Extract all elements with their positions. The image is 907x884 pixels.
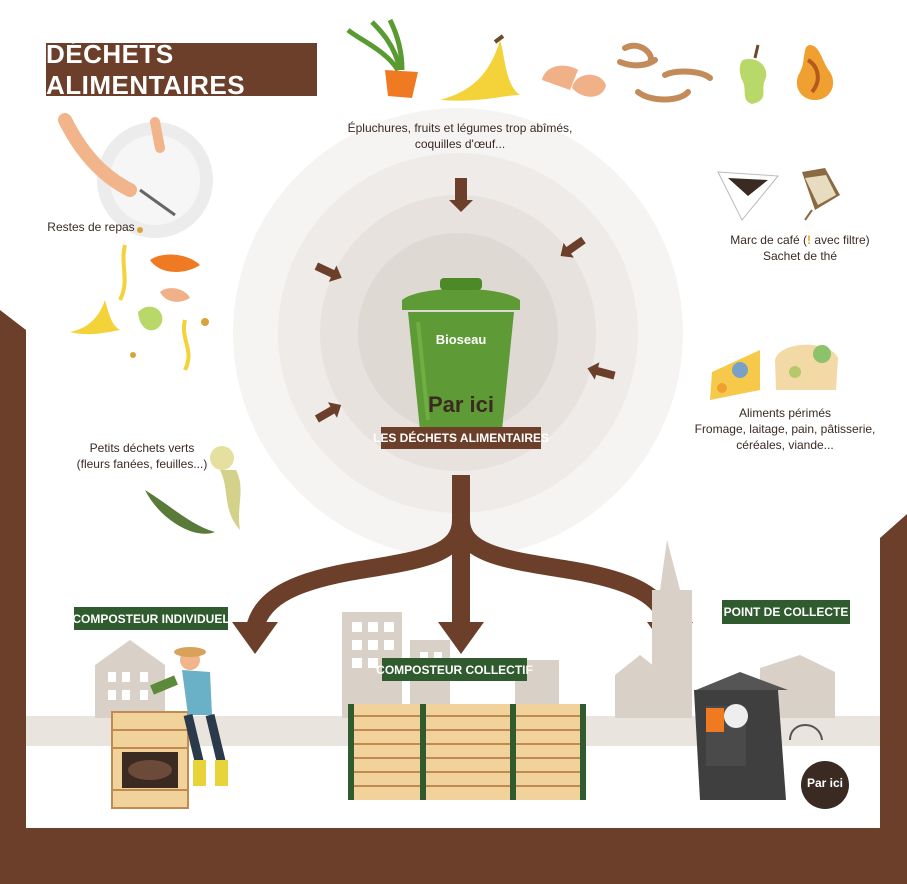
key-tag-text: Par ici — [806, 776, 844, 790]
green-waste-label: Petits déchets verts (fleurs fanées, feu… — [76, 441, 208, 471]
bin-slogan: Par ici — [427, 392, 495, 417]
inward-arrows — [314, 178, 616, 423]
collection-point-label: POINT DE COLLECTE — [722, 600, 850, 624]
coffee-prefix: Marc de café ( — [730, 233, 807, 247]
tea-label: Sachet de thé — [762, 249, 838, 263]
individual-composter-label: COMPOSTEUR INDIVIDUEL — [72, 607, 230, 630]
leftovers-label: Restes de repas — [47, 220, 135, 234]
expired-title: Aliments périmés — [738, 406, 832, 420]
page-title: DÉCHETS ALIMENTAIRES — [46, 39, 317, 100]
collective-composter-label: COMPOSTEUR COLLECTIF — [376, 658, 533, 681]
bin-name: Bioseau — [435, 332, 487, 347]
expired-detail: Fromage, laitage, pain, pâtisserie, céré… — [694, 422, 876, 452]
coffee-warning-mark: ! — [807, 233, 811, 247]
peelings-label: Épluchures, fruits et légumes trop abîmé… — [347, 121, 573, 151]
coffee-label: Marc de café (! avec filtre) — [710, 232, 890, 248]
bin-banner: LES DÉCHETS ALIMENTAIRES — [373, 427, 549, 449]
coffee-suffix: avec filtre) — [811, 233, 870, 247]
